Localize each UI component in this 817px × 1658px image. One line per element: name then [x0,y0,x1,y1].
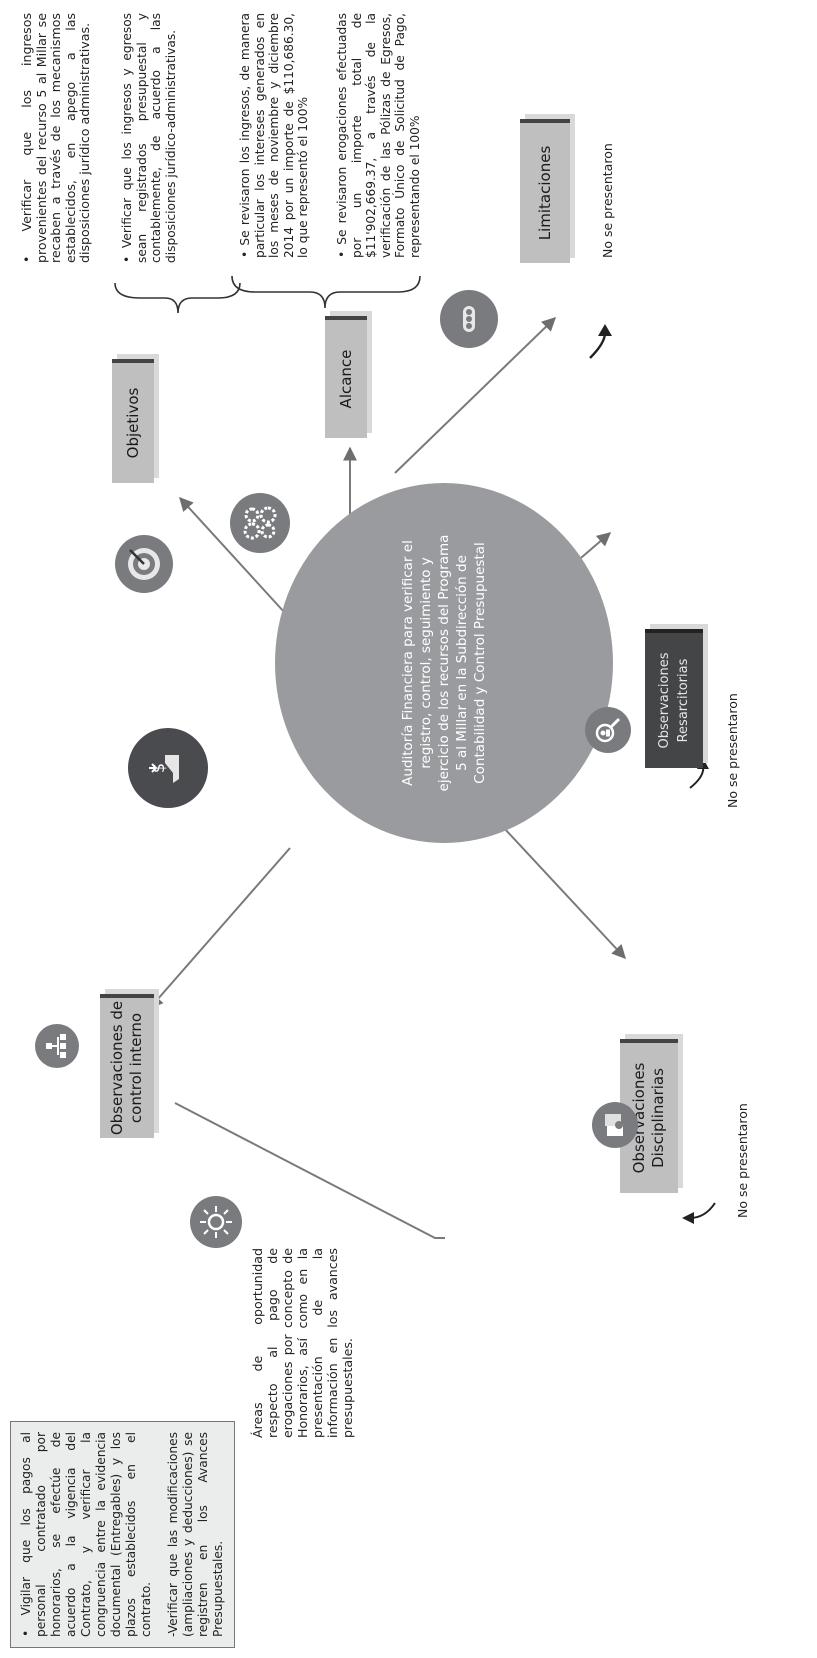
objetivos-item-2-text: Verificar que los ingresos y egresos sea… [120,13,178,263]
limitaciones-no-se-presentaron: No se presentaron [600,143,615,258]
money-hand-icon: $ [128,728,208,808]
center-circle: Auditoría Financiera para verificar el r… [275,483,613,843]
sancionatorias-no-se-presentaron: No se presentaron [725,693,740,808]
alcance-item-2-text: Se revisaron erogaciones efectuadas por … [335,13,422,258]
node-sancionatorias-label: Observaciones Resarcitorias [657,652,691,749]
limitaciones-arrowhead [598,324,612,336]
objetivos-item-1: Verificar que los ingresos provenientes … [19,12,93,263]
sancionatorias-curve-arrow [689,765,705,789]
arrow-to-control-interno [149,847,291,1010]
node-observaciones-control-interno: Observaciones de control interno [100,994,154,1138]
recommendation-2-text: -Verificar que las modificaciones (ampli… [166,1432,225,1637]
objetivos-brace [114,282,241,314]
node-objetivos-label: Objetivos [123,387,142,459]
recommendation-1: Vigilar que los pagos al personal contra… [19,1432,154,1637]
node-limitaciones: Limitaciones [520,119,570,263]
node-limitaciones-label: Limitaciones [535,145,554,241]
gears-icon [230,493,290,553]
arrow-to-objetivos [179,496,286,614]
control-interno-areas: Áreas de oportunidad respecto al pago de… [250,1248,355,1438]
alcance-item-1-text: Se revisaron los ingresos, de manera par… [238,13,310,258]
alcance-brace [231,275,421,309]
center-title: Auditoría Financiera para verificar el r… [400,534,488,792]
disciplinarias-no-se-presentaron: No se presentaron [735,1103,750,1218]
magnifier-people-icon [585,707,631,753]
objetivos-item-1-text: Verificar que los ingresos provenientes … [19,12,92,263]
disciplinarias-arrowhead [682,1212,694,1224]
svg-text:$: $ [149,763,168,773]
node-control-interno-label: Observaciones de control interno [108,1000,145,1136]
node-alcance-label: Alcance [336,349,355,409]
control-interno-recommendations: Vigilar que los pagos al personal contra… [10,1421,235,1648]
node-observaciones-sancionatorias: Observaciones Resarcitorias [645,629,703,768]
objetivos-item-2: Verificar que los ingresos y egresos sea… [120,13,178,263]
control-interno-leader [174,1102,445,1239]
node-objetivos: Objetivos [112,359,154,483]
recommendation-2: -Verificar que las modificaciones (ampli… [166,1432,226,1637]
org-chart-icon [35,1024,79,1068]
traffic-light-icon [440,290,498,348]
limitaciones-curve-arrow [589,332,607,359]
recommendation-1-text: Vigilar que los pagos al personal contra… [19,1432,153,1637]
target-icon [115,535,173,593]
arrow-to-limitaciones [394,317,557,474]
node-alcance: Alcance [325,316,367,438]
alcance-item-1: Se revisaron los ingresos, de manera par… [238,13,311,258]
sun-idea-icon [190,1196,242,1248]
alcance-item-2: Se revisaron erogaciones efectuadas por … [335,13,422,258]
arrow-to-disciplinarias [489,812,626,960]
documents-person-icon [592,1102,638,1148]
control-interno-areas-text: Áreas de oportunidad respecto al pago de… [250,1248,355,1438]
